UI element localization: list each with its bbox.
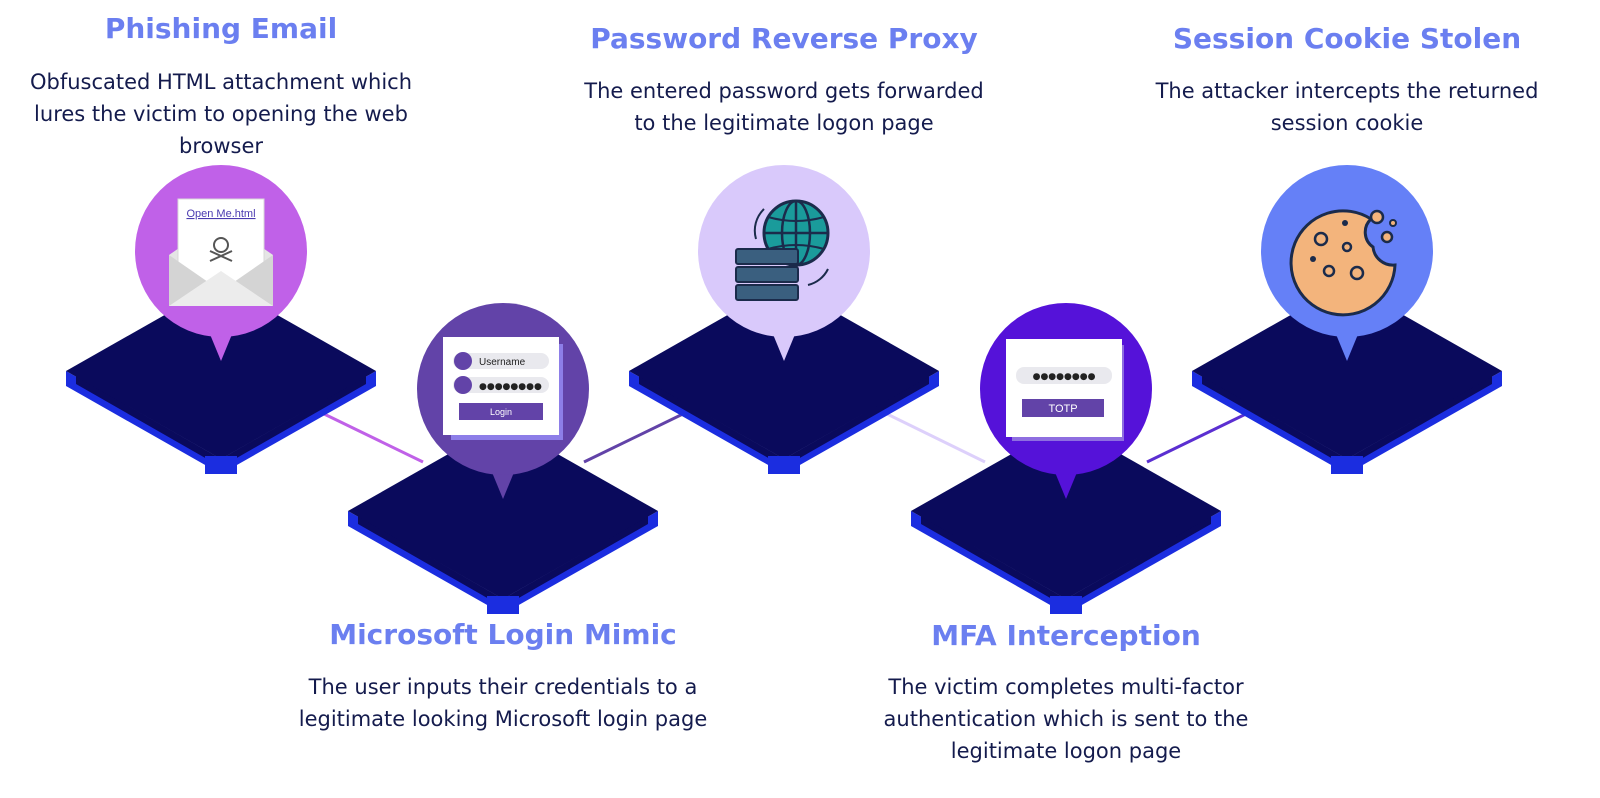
platform-1 bbox=[66, 283, 376, 474]
bubble-phishing-email: Open Me.html bbox=[135, 165, 307, 361]
connector-line-3-4 bbox=[882, 410, 986, 464]
connector-line-4-5 bbox=[1146, 410, 1251, 464]
server-globe-proxy-icon bbox=[735, 199, 830, 301]
step-title-mfa-interception: MFA Interception bbox=[931, 619, 1201, 652]
platform-5 bbox=[1192, 283, 1502, 474]
connector-line-2-3 bbox=[583, 410, 688, 464]
step-title-phishing-email: Phishing Email bbox=[104, 12, 338, 45]
cookie-icon bbox=[1289, 209, 1397, 317]
bubble-mfa-form: ●●●●●●●● TOTP bbox=[980, 303, 1152, 499]
mfa-code-mask: ●●●●●●●● bbox=[1033, 372, 1096, 382]
attachment-filename: Open Me.html bbox=[186, 208, 255, 220]
step-description-login-mimic: The user inputs their credentials to a l… bbox=[298, 675, 708, 731]
login-form-icon: Username ●●●●●●●● Login bbox=[443, 337, 563, 440]
bubble-login-form: Username ●●●●●●●● Login bbox=[417, 303, 589, 499]
step-title-login-mimic: Microsoft Login Mimic bbox=[329, 618, 677, 651]
step-description-mfa-interception: The victim completes multi-factor authen… bbox=[883, 675, 1249, 763]
step-title-reverse-proxy: Password Reverse Proxy bbox=[590, 22, 978, 55]
step-title-session-cookie: Session Cookie Stolen bbox=[1172, 22, 1522, 55]
login-button-label: Login bbox=[490, 407, 512, 417]
username-placeholder: Username bbox=[479, 357, 526, 368]
connector-line-1-2 bbox=[319, 410, 424, 464]
step-description-phishing-email: Obfuscated HTML attachment which lures t… bbox=[29, 70, 413, 158]
bubble-reverse-proxy bbox=[698, 165, 870, 361]
totp-button-label: TOTP bbox=[1048, 403, 1077, 415]
bubble-session-cookie bbox=[1261, 165, 1433, 361]
platform-3 bbox=[629, 283, 939, 474]
skull-crossbones-icon bbox=[209, 237, 233, 262]
platform-4 bbox=[911, 423, 1221, 614]
mfa-totp-form-icon: ●●●●●●●● TOTP bbox=[1006, 339, 1124, 441]
password-mask: ●●●●●●●● bbox=[479, 382, 542, 392]
step-description-session-cookie: The attacker intercepts the returned ses… bbox=[1155, 79, 1539, 135]
platform-2 bbox=[348, 423, 658, 614]
step-description-reverse-proxy: The entered password gets forwarded to t… bbox=[584, 79, 984, 135]
phishing-email-attachment-icon: Open Me.html bbox=[169, 198, 273, 306]
